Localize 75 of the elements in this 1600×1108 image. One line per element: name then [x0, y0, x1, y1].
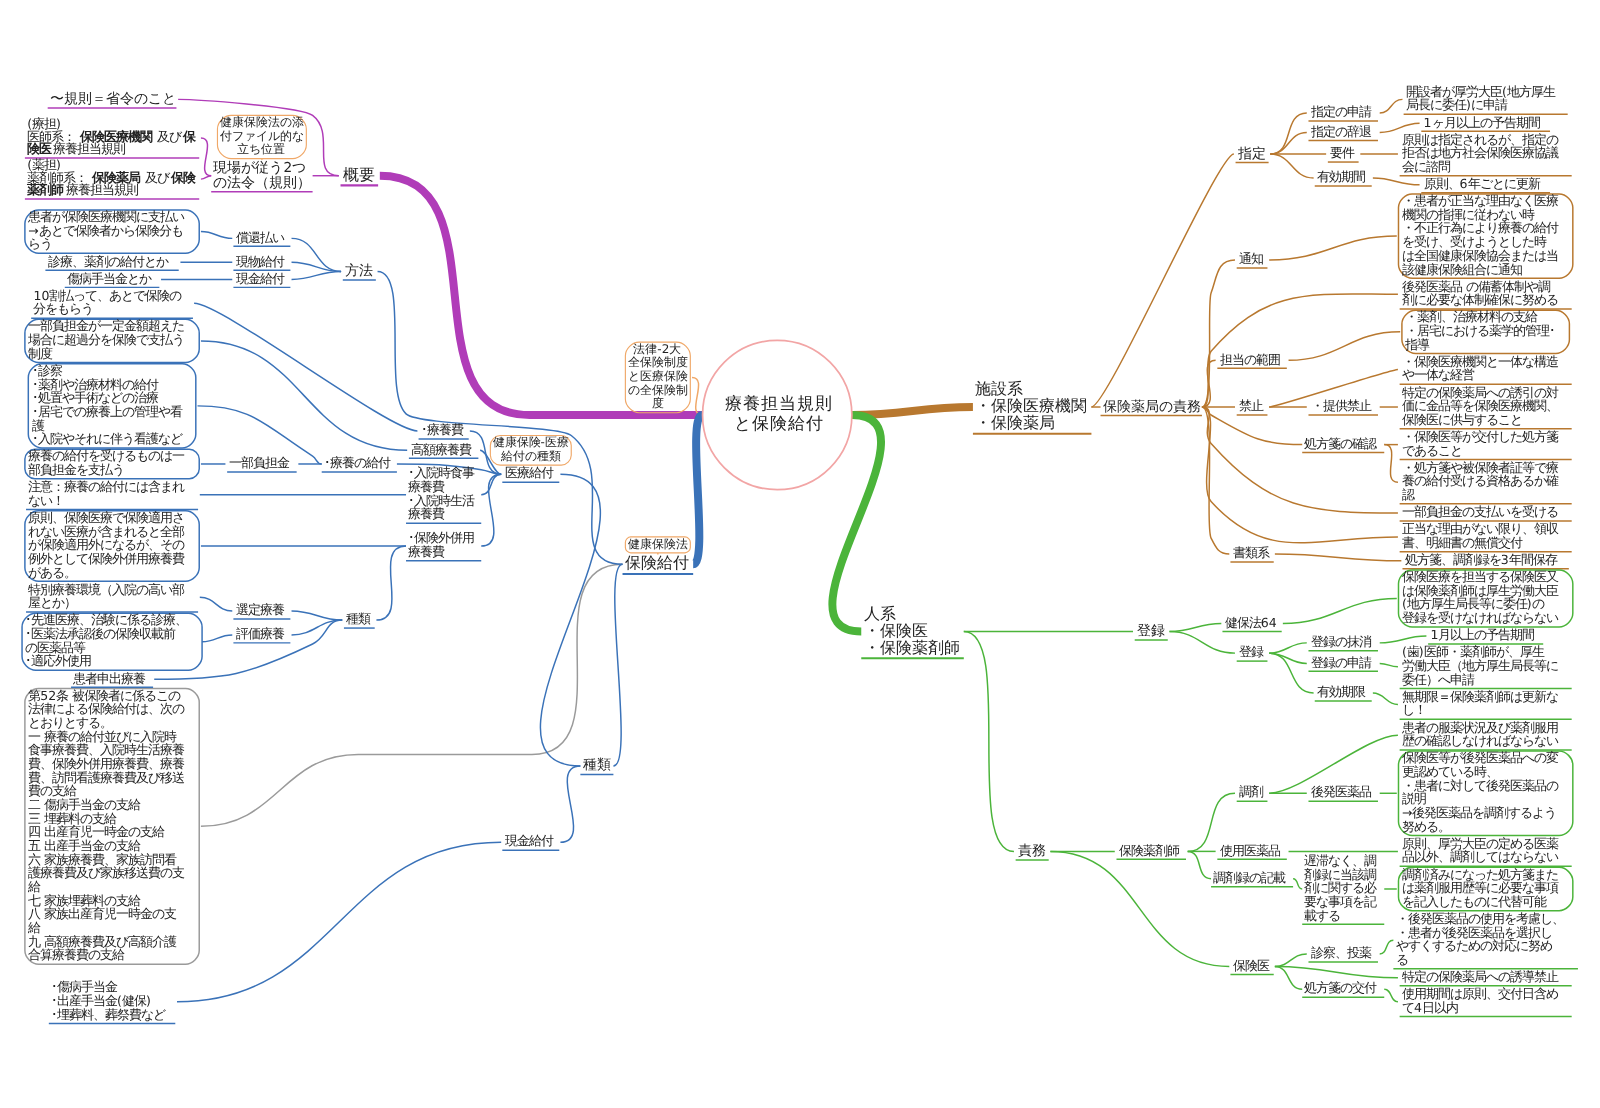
connector: [1383, 888, 1398, 890]
node-circle: 療養担当規則と保険給付: [701, 339, 853, 491]
connector: [559, 765, 582, 843]
connector: [480, 473, 502, 496]
connector: [290, 610, 343, 621]
connector: [539, 473, 601, 767]
connector: [1287, 331, 1401, 362]
connector: [690, 412, 705, 568]
connector: [1186, 850, 1212, 880]
connector: [160, 278, 233, 281]
connector: [1269, 153, 1315, 179]
connector: [1090, 153, 1235, 408]
connector: [1378, 939, 1395, 955]
connector: [379, 171, 703, 419]
connector: [1268, 642, 1308, 654]
connector: [201, 634, 233, 643]
connector: [1378, 98, 1404, 114]
connector: [200, 230, 233, 240]
connector: [200, 174, 212, 180]
connector: [1268, 235, 1398, 261]
connector: [297, 463, 323, 465]
connector: [1268, 406, 1308, 408]
connector: [179, 261, 233, 264]
connector: [1201, 406, 1231, 555]
connector: [1201, 406, 1303, 446]
connector: [1201, 406, 1236, 408]
connector: [1274, 965, 1399, 979]
connector: [1090, 406, 1102, 408]
connector: [963, 630, 1015, 853]
connector: [177, 98, 340, 177]
connector: [375, 545, 407, 621]
connector: [1287, 850, 1399, 853]
connector: [1372, 692, 1399, 706]
connector: [200, 563, 624, 828]
connector: [469, 430, 502, 475]
connector: [1268, 368, 1399, 408]
connector: [200, 137, 212, 177]
connector: [1378, 122, 1421, 134]
connector: [1359, 153, 1399, 155]
connector: [290, 237, 342, 273]
connector: [376, 270, 624, 565]
connector: [311, 174, 340, 177]
connector: [1378, 635, 1428, 644]
connector: [1049, 850, 1231, 968]
connector: [1274, 553, 1403, 562]
connector: [199, 494, 407, 496]
connector: [199, 596, 233, 612]
connector: [193, 302, 419, 432]
connector: [1186, 792, 1236, 853]
connector: [1378, 406, 1399, 408]
connector: [1201, 293, 1399, 408]
connector: [1268, 652, 1315, 694]
connector: [1274, 965, 1303, 990]
connector: [1282, 597, 1398, 625]
connector: [1201, 359, 1217, 408]
connector: [1168, 630, 1236, 654]
connector: [1292, 878, 1303, 890]
connector: [196, 405, 323, 465]
connector: [1378, 662, 1399, 668]
connector: [691, 376, 703, 416]
connector: [1268, 792, 1308, 794]
connector: [1269, 131, 1308, 155]
connector: [200, 545, 407, 547]
connector: [176, 841, 502, 1003]
connector: [200, 463, 227, 465]
connector: [200, 340, 408, 452]
connector: [963, 630, 1134, 633]
connector: [1383, 988, 1399, 1003]
connector: [1274, 953, 1308, 968]
connector: [1201, 259, 1236, 408]
connector: [612, 563, 624, 767]
connector: [1372, 177, 1421, 186]
connector: [479, 449, 502, 475]
connector: [1269, 112, 1308, 155]
connector: [1186, 850, 1217, 853]
